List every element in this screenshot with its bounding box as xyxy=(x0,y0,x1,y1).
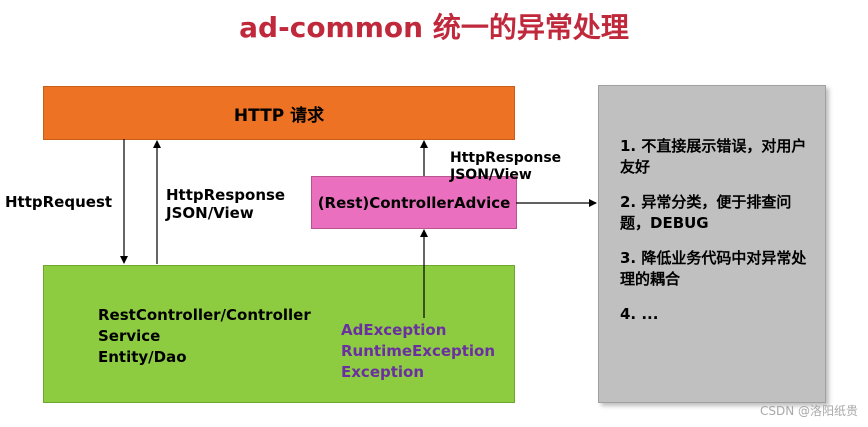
exception-types: AdException RuntimeException Exception xyxy=(341,320,495,383)
controller-advice-label: (Rest)ControllerAdvice xyxy=(317,193,511,212)
diagram-title: ad-common 统一的异常处理 xyxy=(239,11,629,44)
benefit-item: 3. 降低业务代码中对异常处理的耦合 xyxy=(620,249,807,288)
controller-advice-box: (Rest)ControllerAdvice xyxy=(311,176,517,229)
controller-layer-line-2: Service xyxy=(98,327,161,345)
watermark: CSDN @洛阳纸贵 xyxy=(759,404,858,418)
controller-layer-text: RestController/Controller Service Entity… xyxy=(98,305,311,368)
benefits-panel xyxy=(598,85,826,403)
exception-type-2: RuntimeException xyxy=(341,342,496,360)
controller-layer-box xyxy=(43,265,515,403)
controller-layer-line-3: Entity/Dao xyxy=(98,348,187,366)
benefit-item: 1. 不直接展示错误，对用户友好 xyxy=(620,137,807,176)
http-response-right-label: HttpResponse JSON/View xyxy=(450,150,561,184)
benefit-item: 4. ... xyxy=(620,305,659,323)
http-request-box-label: HTTP 请求 xyxy=(233,105,325,126)
http-response-left-line-1: HttpResponse xyxy=(166,186,286,204)
http-response-right-line-1: HttpResponse xyxy=(450,150,562,166)
controller-layer-line-1: RestController/Controller xyxy=(98,306,311,324)
benefit-item: 2. 异常分类，便于排查问题，DEBUG xyxy=(620,193,792,232)
http-response-left-label: HttpResponse JSON/View xyxy=(166,186,285,222)
exception-type-3: Exception xyxy=(341,363,425,381)
benefits-list: 1. 不直接展示错误，对用户友好 2. 异常分类，便于排查问题，DEBUG 3.… xyxy=(620,136,815,339)
http-response-right-line-2: JSON/View xyxy=(450,167,532,183)
exception-type-1: AdException xyxy=(341,321,447,339)
http-request-label: HttpRequest xyxy=(5,193,113,211)
http-request-box: HTTP 请求 xyxy=(43,86,515,140)
http-response-left-line-2: JSON/View xyxy=(166,204,254,222)
